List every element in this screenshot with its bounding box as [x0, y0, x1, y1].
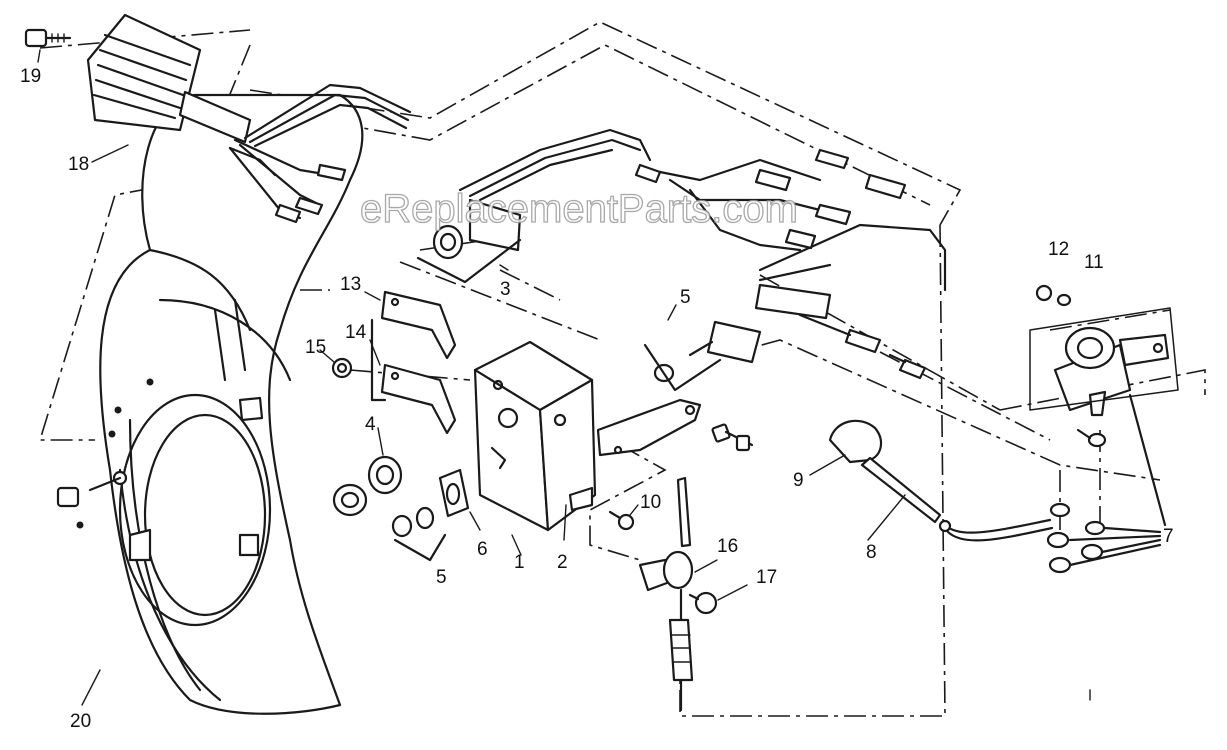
callout-20: 20 [70, 711, 91, 732]
watermark: eReplacementParts.com [360, 187, 798, 231]
ignition-switch-part-3 [416, 198, 522, 284]
callout-5-upper: 5 [680, 287, 691, 308]
callout-12: 12 [1048, 239, 1069, 260]
callout-11: 11 [1084, 252, 1104, 273]
bolt [711, 423, 754, 452]
choke-cable-part-8 [860, 456, 1054, 542]
nut-part-15 [331, 357, 353, 379]
callout-3: 3 [500, 279, 511, 300]
clamp-part-16 [638, 476, 694, 592]
washer-part-11 [1056, 293, 1072, 307]
starter-solenoid [1029, 307, 1179, 417]
screw-part-19 [24, 28, 72, 48]
voltage-regulator-part-18 [86, 13, 252, 144]
callout-9: 9 [793, 470, 804, 491]
bracket-part-13 [380, 290, 457, 360]
callout-5-lower: 5 [436, 567, 447, 588]
lock-washer-part-6 [438, 468, 470, 518]
nut-part-12 [1035, 284, 1053, 302]
bolt-part-17 [688, 591, 718, 615]
wire-harness [228, 83, 947, 380]
callout-17: 17 [756, 567, 777, 588]
grommet-part-4 [332, 455, 403, 517]
callout-labels: 19 18 3 5 13 14 15 4 5 6 1 2 10 16 17 9 … [20, 66, 1174, 732]
bracket-part-14 [370, 318, 457, 435]
callout-leaders [37, 49, 1091, 706]
hardware-part-7 [1046, 393, 1167, 574]
callout-10: 10 [640, 492, 661, 513]
callout-13: 13 [340, 274, 361, 295]
blower-housing-part-20 [56, 93, 364, 715]
callout-7: 7 [1163, 526, 1174, 547]
callout-15: 15 [305, 337, 326, 358]
callout-18: 18 [68, 154, 89, 175]
callout-16: 16 [717, 536, 738, 557]
callout-4: 4 [365, 414, 376, 435]
washer-part-5 [391, 506, 447, 562]
choke-knob-part-9 [828, 419, 883, 464]
terminal-connector [668, 588, 694, 712]
callout-6: 6 [477, 539, 488, 560]
screw-part-10 [608, 510, 635, 531]
callout-8: 8 [866, 542, 877, 563]
callout-2: 2 [557, 552, 568, 573]
callout-1: 1 [514, 552, 525, 573]
callout-19: 19 [20, 66, 41, 87]
control-box-part-1 [473, 340, 702, 532]
terminal-washer [1076, 428, 1107, 448]
toggle-switch-part-5 [643, 320, 762, 392]
callout-14: 14 [345, 322, 367, 343]
